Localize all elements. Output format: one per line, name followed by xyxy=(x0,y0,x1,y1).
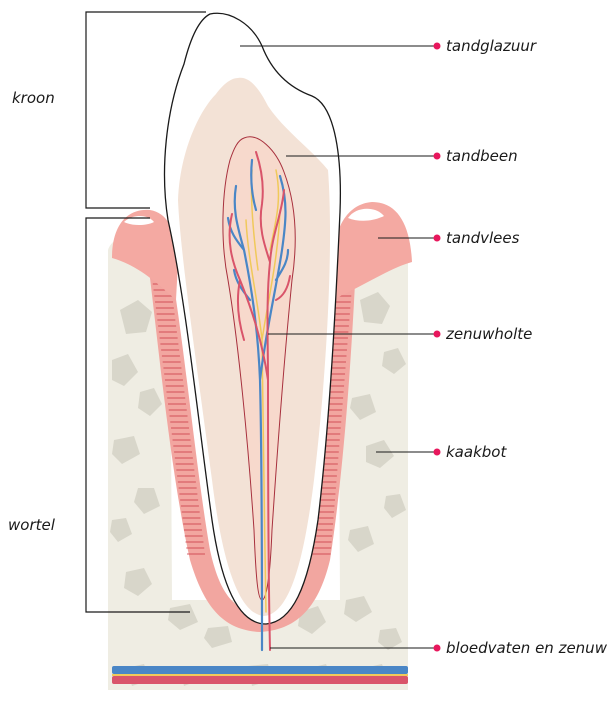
marker-enamel xyxy=(434,43,441,50)
label-enamel: tandglazuur xyxy=(446,37,537,55)
marker-dots xyxy=(434,43,441,652)
marker-dentin xyxy=(434,153,441,160)
bottom-vein xyxy=(112,666,408,674)
bottom-nerve xyxy=(112,674,408,676)
label-dentin: tandbeen xyxy=(446,147,518,165)
crown-label: kroon xyxy=(12,89,55,107)
marker-pulp xyxy=(434,331,441,338)
marker-gum xyxy=(434,235,441,242)
label-pulp: zenuwholte xyxy=(445,325,532,343)
label-jaw: kaakbot xyxy=(446,443,507,461)
root-label: wortel xyxy=(8,516,56,534)
label-gum: tandvlees xyxy=(446,229,520,247)
bottom-artery xyxy=(112,676,408,684)
marker-jaw xyxy=(434,449,441,456)
label-vessels: bloedvaten en zenuw xyxy=(446,639,608,657)
marker-vessels xyxy=(434,645,441,652)
bottom-vessels xyxy=(112,666,408,684)
